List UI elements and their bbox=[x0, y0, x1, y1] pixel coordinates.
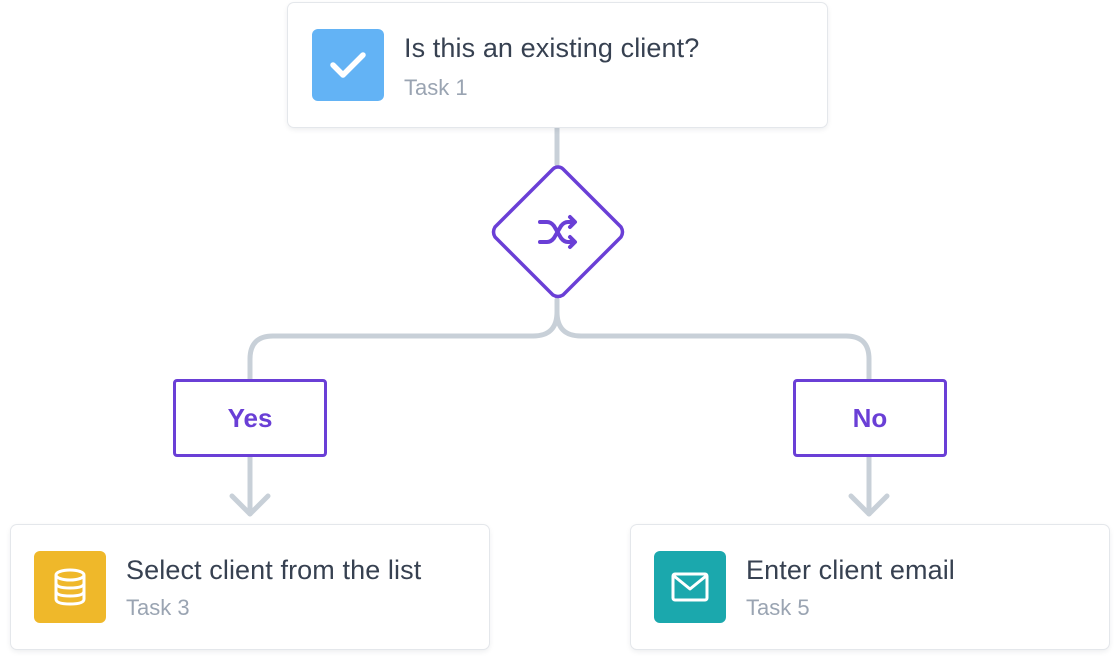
arrowhead-no bbox=[848, 493, 890, 517]
checkmark-icon bbox=[330, 52, 366, 78]
connector-gateway-split-left bbox=[247, 297, 560, 382]
connector-gateway-split-right bbox=[554, 297, 872, 382]
database-icon bbox=[54, 568, 86, 606]
task-card-no[interactable]: Enter client email Task 5 bbox=[631, 525, 1109, 649]
task-subtitle: Task 5 bbox=[746, 595, 810, 620]
task-icon-box bbox=[312, 29, 384, 101]
task-title: Enter client email bbox=[746, 555, 955, 585]
task-subtitle: Task 3 bbox=[126, 595, 190, 620]
gateway-diamond bbox=[491, 165, 625, 299]
envelope-icon bbox=[671, 572, 709, 602]
arrowhead-yes bbox=[229, 493, 271, 517]
task-icon-box bbox=[654, 551, 726, 623]
task-icon-box bbox=[34, 551, 106, 623]
task-card-yes[interactable]: Select client from the list Task 3 bbox=[11, 525, 489, 649]
task-title: Select client from the list bbox=[126, 555, 422, 585]
branch-label-yes[interactable]: Yes bbox=[173, 379, 327, 457]
task-subtitle: Task 1 bbox=[404, 75, 468, 100]
task-card-start[interactable]: Is this an existing client? Task 1 bbox=[288, 3, 827, 127]
branch-label-no[interactable]: No bbox=[793, 379, 947, 457]
shuffle-icon bbox=[538, 215, 577, 249]
decision-gateway[interactable] bbox=[490, 164, 626, 300]
task-title: Is this an existing client? bbox=[404, 33, 700, 63]
